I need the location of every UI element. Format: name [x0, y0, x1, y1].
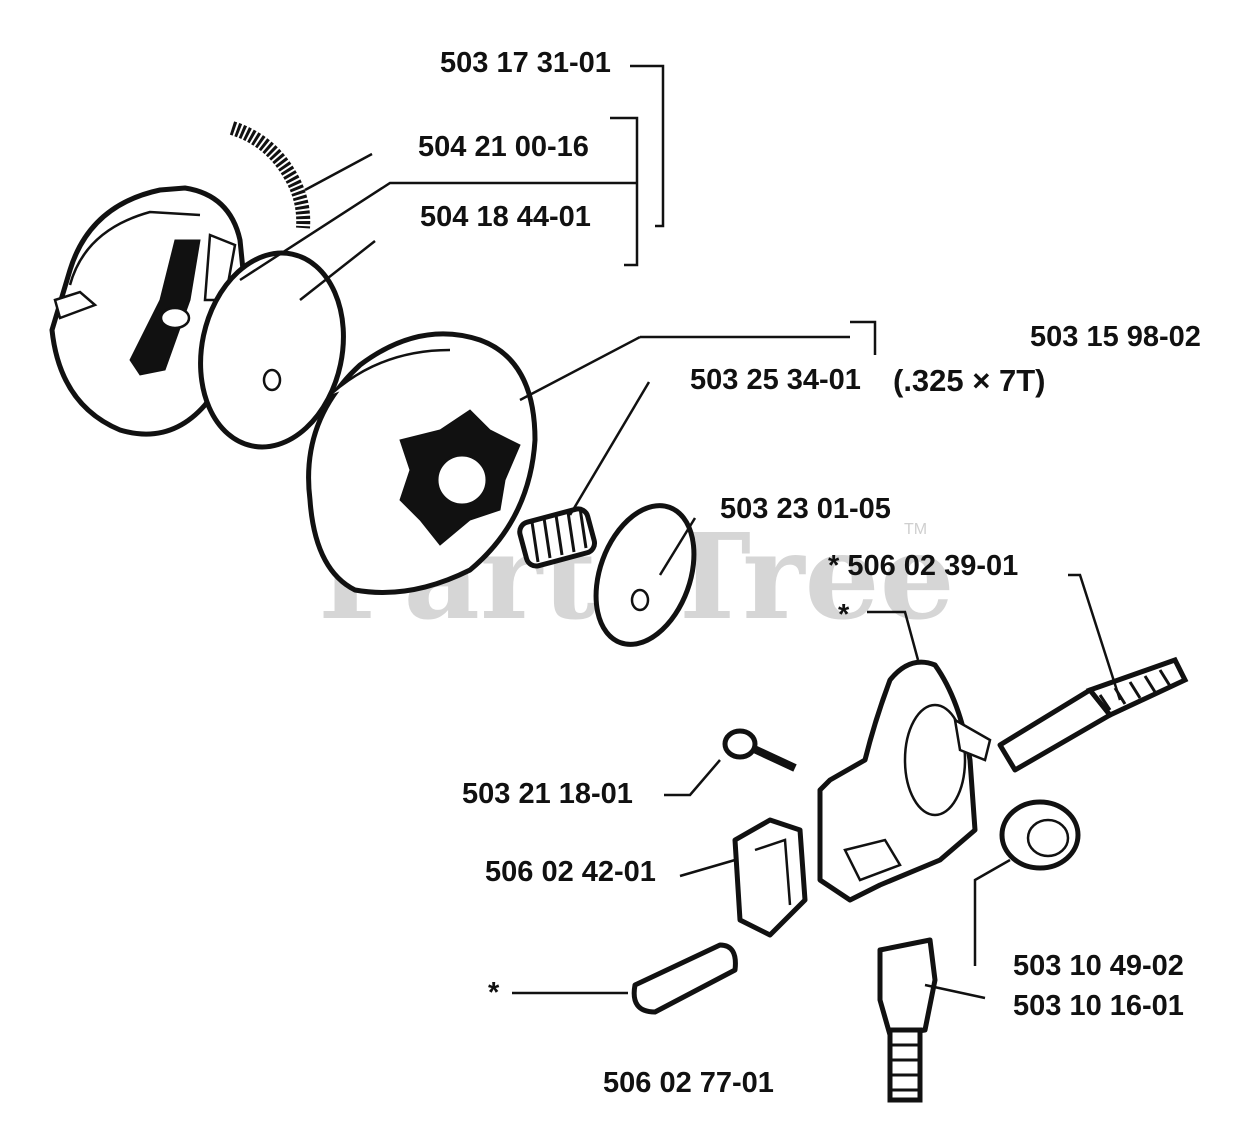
label-503-23-01-05: 503 23 01-05: [720, 493, 891, 525]
label-506-02-42-01: 506 02 42-01: [485, 856, 656, 888]
watermark-trademark: TM: [904, 521, 927, 538]
label-506-02-39-01: * 506 02 39-01: [828, 550, 1018, 582]
clutch-cover-plate: [198, 250, 346, 450]
oil-pump-housing: [817, 659, 992, 903]
label-504-18-44-01: 504 18 44-01: [420, 201, 591, 233]
leader-lines: [239, 64, 1122, 1000]
washer: [593, 503, 697, 647]
adjuster-screw: [877, 937, 938, 1103]
label-star-b: *: [488, 977, 500, 1009]
label-325-7t: (.325 × 7T): [893, 363, 1046, 398]
clutch-drum: [306, 331, 538, 595]
cylinder-pin: [631, 942, 738, 1015]
label-506-02-77-01: 506 02 77-01: [603, 1067, 774, 1099]
screw: [722, 728, 797, 772]
part-labels: 503 17 31-01 504 21 00-16 504 18 44-01 5…: [418, 47, 1201, 1099]
label-503-21-18-01: 503 21 18-01: [462, 778, 633, 810]
label-503-15-98-02: 503 15 98-02: [1030, 321, 1201, 353]
pump-shaft: [997, 656, 1189, 773]
label-504-21-00-16: 504 21 00-16: [418, 131, 589, 163]
label-503-10-49-02: 503 10 49-02: [1013, 950, 1184, 982]
label-503-25-34-01: 503 25 34-01: [690, 364, 861, 396]
pump-bracket: [732, 817, 808, 938]
clutch-spring: [229, 121, 311, 229]
label-star-a: *: [838, 599, 850, 631]
label-503-10-16-01: 503 10 16-01: [1013, 990, 1184, 1022]
worm-gear: [999, 799, 1081, 871]
needle-bearing: [517, 506, 598, 569]
label-503-17-31-01: 503 17 31-01: [440, 47, 611, 79]
